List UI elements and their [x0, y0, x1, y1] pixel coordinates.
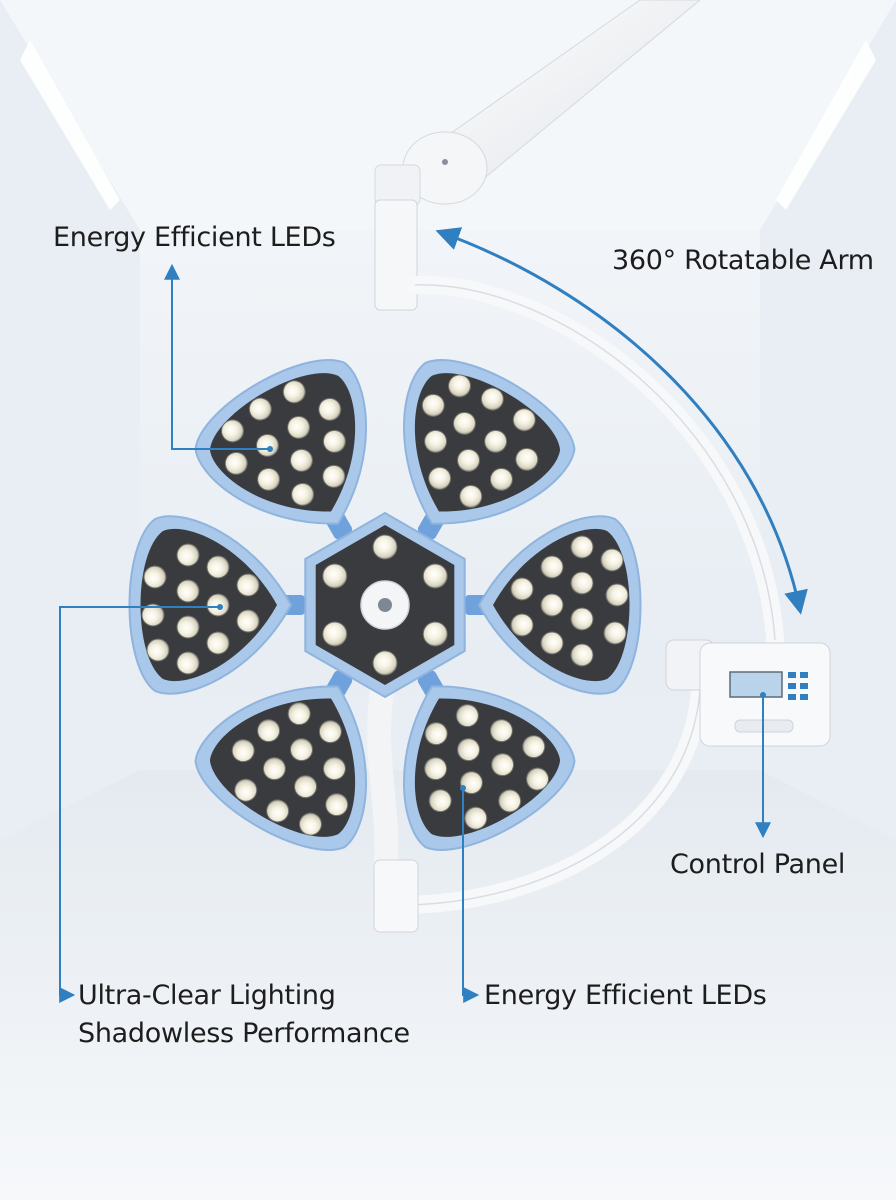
led-bulb	[221, 419, 245, 443]
led-bulb	[498, 789, 522, 813]
led-bulb	[206, 631, 230, 655]
left-wall	[0, 0, 140, 840]
led-bulb	[234, 778, 258, 802]
led-bulb	[143, 565, 167, 589]
led-bulb	[570, 571, 594, 595]
callout-control-panel: Control Panel	[670, 849, 846, 880]
led-bulb	[236, 609, 260, 633]
led-bulb	[266, 799, 290, 823]
lamp-petal	[403, 685, 576, 851]
led-bulb	[428, 789, 452, 813]
led-bulb	[290, 738, 313, 762]
led-bulb	[291, 482, 315, 506]
led-bulb	[464, 806, 488, 830]
led-bulb	[255, 433, 279, 457]
led-bulb	[422, 563, 448, 589]
led-bulb	[424, 757, 448, 781]
callout-rotatable-arm: 360° Rotatable Arm	[612, 245, 874, 276]
led-bulb	[248, 397, 272, 421]
led-bulb	[510, 577, 534, 601]
led-bulb	[318, 397, 342, 421]
led-bulb	[322, 563, 348, 589]
control-panel	[665, 639, 831, 747]
led-bulb	[522, 735, 546, 759]
led-bulb	[318, 720, 342, 744]
led-bulb	[282, 380, 306, 404]
led-bulb	[570, 643, 594, 667]
led-bulb	[322, 429, 346, 453]
callout-energy-efficient-leds-bottom: Energy Efficient LEDs	[484, 980, 767, 1011]
led-bulb	[262, 757, 286, 781]
lamp-petal	[128, 515, 293, 695]
lamp-petal	[194, 685, 367, 851]
lamp-stem	[367, 678, 419, 933]
right-wall	[760, 0, 896, 840]
led-bulb	[424, 722, 448, 746]
led-bulb	[540, 593, 564, 617]
led-bulb	[206, 555, 230, 579]
led-bulb	[605, 583, 629, 607]
led-bulb	[491, 753, 515, 777]
led-bulb	[525, 767, 549, 791]
led-bulb	[372, 534, 398, 560]
led-bulb	[224, 451, 248, 475]
led-bulb	[231, 739, 255, 763]
led-bulb	[510, 613, 534, 637]
led-bulb	[176, 651, 200, 675]
led-bulb	[540, 631, 564, 655]
led-bulb	[422, 621, 448, 647]
led-bulb	[141, 603, 165, 627]
led-bulb	[287, 702, 311, 726]
led-bulb	[372, 650, 398, 676]
rotation-arrow	[435, 227, 808, 615]
led-bulb	[322, 621, 348, 647]
led-bulb	[294, 775, 318, 799]
led-bulb	[257, 467, 281, 491]
lamp-petal	[194, 359, 367, 525]
led-bulb	[236, 573, 260, 597]
led-bulb	[603, 621, 627, 645]
led-bulb	[322, 464, 346, 488]
led-bulb	[287, 415, 311, 439]
callout-ultra-clear-line1: Ultra-Clear Lighting	[78, 980, 336, 1011]
led-bulb	[176, 579, 200, 603]
led-bulb	[455, 704, 479, 728]
ceiling-light-left	[20, 40, 120, 210]
callout-energy-efficient-leds-top: Energy Efficient LEDs	[53, 222, 336, 253]
led-bulb	[257, 719, 281, 743]
led-bulb	[570, 535, 594, 559]
led-bulb	[540, 555, 564, 579]
control-display	[729, 671, 783, 698]
led-bulb	[322, 757, 346, 781]
led-bulb	[457, 738, 480, 762]
led-bulb	[570, 607, 594, 631]
led-bulb	[290, 448, 313, 472]
callout-ultra-clear-line2: Shadowless Performance	[78, 1018, 410, 1049]
led-bulb	[176, 543, 200, 567]
led-bulb	[176, 615, 200, 639]
callout-lines	[59, 227, 808, 1003]
led-bulb	[325, 793, 349, 817]
callout-ultra-clear: Ultra-Clear Lighting Shadowless Performa…	[78, 977, 410, 1053]
floor	[0, 770, 896, 1200]
led-bulb	[600, 548, 624, 572]
led-bulb	[298, 812, 322, 836]
ceiling-arm	[374, 0, 701, 311]
ceiling	[0, 0, 896, 230]
led-bulb	[489, 719, 513, 743]
ceiling-light-right	[776, 40, 876, 210]
led-bulb	[146, 638, 170, 662]
